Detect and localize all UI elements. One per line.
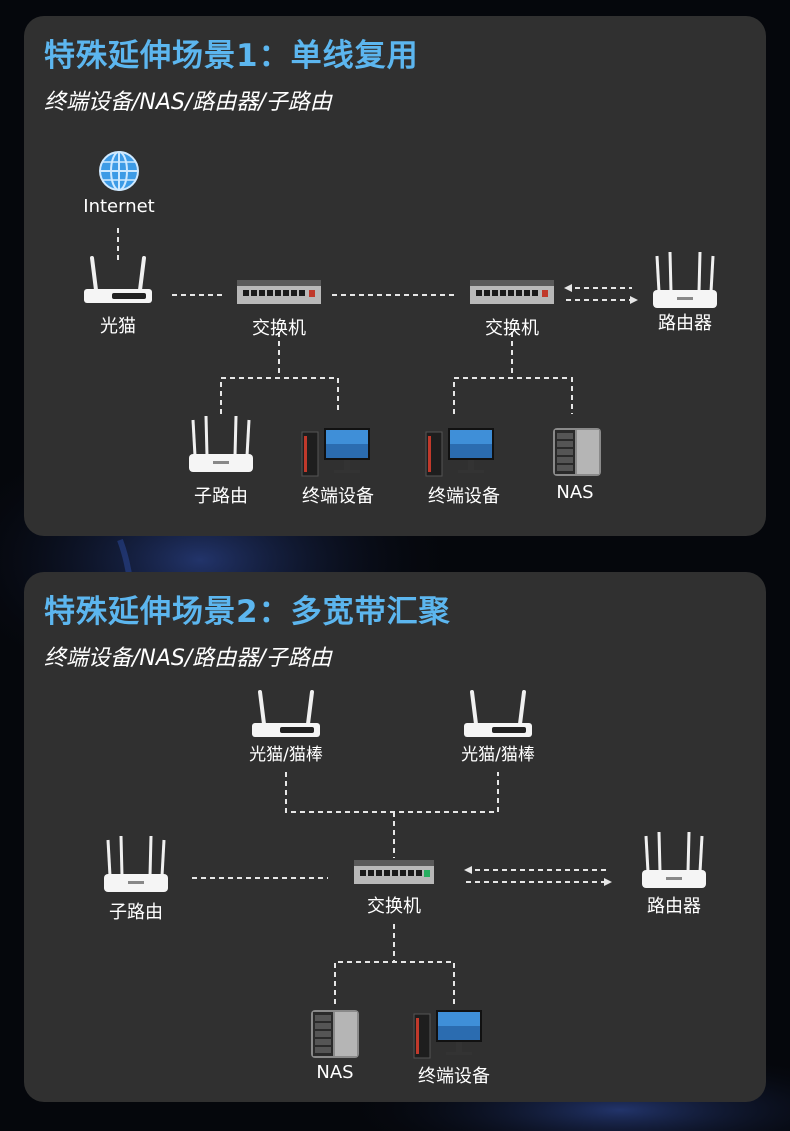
sub-router-label: 子路由: [109, 902, 163, 923]
nas-label: NAS: [556, 482, 594, 503]
switch-right-label: 交换机: [485, 318, 539, 339]
nas-icon: [311, 1010, 359, 1058]
modem-right-label: 光猫/猫棒: [461, 745, 535, 765]
scene1-connection-lines: [117, 228, 632, 414]
scene1-title: 特殊延伸场景1：单线复用: [44, 38, 419, 74]
switch-label: 交换机: [367, 896, 421, 917]
terminal-right-label: 终端设备: [428, 486, 500, 507]
scene1-subtitle: 终端设备/NAS/路由器/子路由: [44, 90, 332, 115]
computer-right-icon: [425, 428, 494, 477]
router-label: 路由器: [647, 896, 701, 917]
scene1-panel: 特殊延伸场景1：单线复用 终端设备/NAS/路由器/子路由: [24, 16, 766, 536]
scene2-panel: 特殊延伸场景2：多宽带汇聚 终端设备/NAS/路由器/子路由: [24, 572, 766, 1102]
scene2-arrowheads: [464, 866, 612, 886]
modem-left-icon: [252, 690, 320, 737]
modem-label: 光猫: [100, 316, 136, 337]
scene2-connection-lines: [192, 772, 606, 1004]
modem-left-label: 光猫/猫棒: [249, 745, 323, 765]
switch-icon: [354, 860, 434, 884]
router-icon: [653, 251, 717, 308]
router-label: 路由器: [658, 313, 712, 334]
router-icon: [642, 831, 706, 888]
switch-left-icon: [237, 280, 321, 304]
computer-left-icon: [301, 428, 370, 477]
sub-router-icon: [104, 835, 168, 892]
nas-icon: [553, 428, 601, 476]
scene1-diagram: [84, 151, 717, 477]
scene2-subtitle: 终端设备/NAS/路由器/子路由: [44, 646, 332, 671]
scene1-arrowheads: [564, 284, 638, 304]
switch-right-icon: [470, 280, 554, 304]
internet-label: Internet: [83, 196, 155, 217]
nas-label: NAS: [316, 1062, 354, 1083]
switch-left-label: 交换机: [252, 318, 306, 339]
sub-router-label: 子路由: [194, 486, 248, 507]
terminal-label: 终端设备: [418, 1066, 490, 1087]
sub-router-icon: [189, 415, 253, 472]
scene2-diagram: [104, 690, 706, 1059]
modem-right-icon: [464, 690, 532, 737]
modem-icon: [84, 256, 152, 303]
computer-icon: [413, 1010, 482, 1059]
globe-icon: [99, 151, 139, 191]
terminal-left-label: 终端设备: [302, 486, 374, 507]
scene2-title: 特殊延伸场景2：多宽带汇聚: [44, 594, 451, 630]
